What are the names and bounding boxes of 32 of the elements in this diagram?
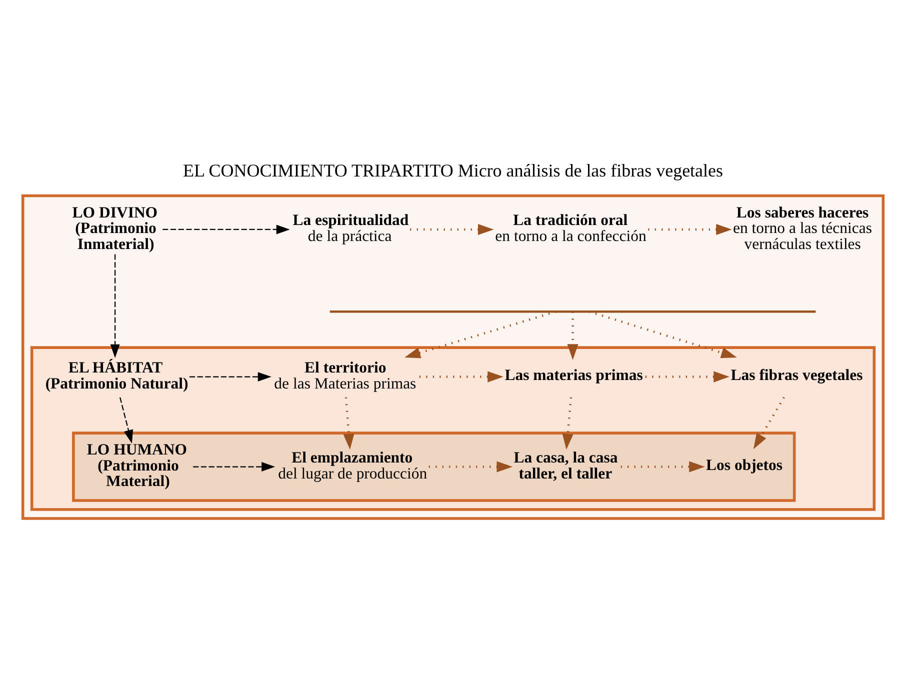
arrow	[162, 224, 290, 234]
arrow	[110, 254, 120, 358]
arrow	[188, 372, 271, 382]
arrow	[648, 223, 732, 234]
arrow	[342, 396, 354, 450]
node-text: El territorio de las Materias primas	[274, 359, 416, 392]
node-text: El emplazamiento del lugar de producción	[278, 449, 427, 482]
diagram-title: EL CONOCIMIENTO TRIPARTITO Micro análisis de las fibras vegetales	[182, 160, 723, 180]
arrow	[620, 460, 704, 472]
arrow	[404, 310, 556, 358]
node-text: La tradición oral en torno a la confección	[494, 212, 646, 244]
arrow	[566, 311, 578, 360]
arrow	[119, 396, 133, 444]
node-text: La espiritualidad de la práctica	[292, 212, 408, 244]
node-text: EL HÁBITAT (Patrimonio Natural)	[44, 359, 188, 392]
arrow	[644, 370, 729, 382]
arrow	[410, 223, 494, 234]
node-brace	[329, 310, 816, 312]
arrow	[428, 460, 512, 472]
arrow	[588, 310, 736, 358]
arrow	[752, 396, 784, 449]
node-text: Los objetos	[706, 456, 782, 474]
node-text: La casa, la casa taller, el taller	[513, 449, 618, 482]
node-text: LO HUMANO (Patrimonio Material)	[86, 441, 187, 490]
node-text: Los saberes haceres en torno a las técnicas vernáculas textiles	[732, 204, 872, 252]
node-text: LO DIVINO (Patrimonio Inmaterial)	[72, 204, 158, 252]
arrow	[418, 370, 503, 382]
node-text: Las fibras vegetales	[730, 366, 862, 384]
arrow	[192, 462, 275, 471]
arrow	[562, 396, 573, 450]
node-text: Las materias primas	[504, 366, 642, 384]
cluster	[20, 194, 884, 520]
